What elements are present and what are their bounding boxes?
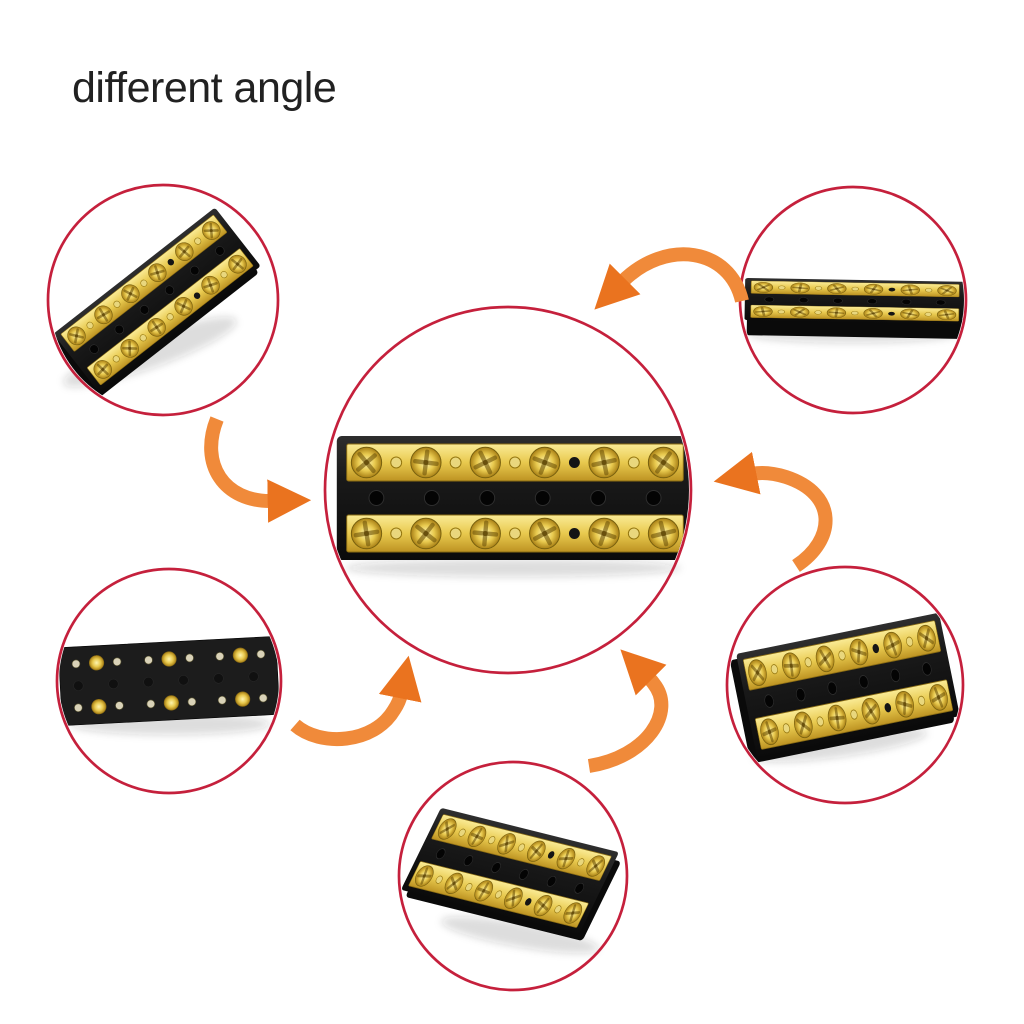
vignette-circle [55, 567, 283, 795]
product-photo-low-side-view [744, 277, 964, 340]
product-photo-bottom-view [59, 636, 279, 726]
product-shadow [441, 916, 599, 954]
vignette-top-right [738, 185, 968, 415]
direction-arrows [204, 247, 833, 773]
curved-arrow-right-to-center-icon [713, 451, 833, 572]
vignette-circle [397, 760, 629, 992]
vignette-circle [725, 565, 965, 805]
product-photo-tilted-top-view [730, 612, 961, 764]
product-photo-flat-top-view [336, 435, 689, 561]
vignette-circle [46, 183, 280, 417]
product-shadow [345, 559, 681, 577]
page-title: different angle [72, 64, 337, 112]
vignette-bottom-center [397, 760, 629, 992]
curved-arrow-bottom-to-center-icon [587, 649, 669, 773]
product-photo-raised-angle-view [401, 807, 620, 941]
vignette-top-left [46, 183, 280, 417]
product-photo-angled-top-view [52, 207, 262, 398]
curved-arrow-bottom-left-to-center-icon [290, 655, 422, 747]
vignette-center [323, 305, 693, 675]
vignette-middle-left [55, 567, 283, 795]
vignette-middle-right [725, 565, 965, 805]
curved-arrow-top-right-to-center-icon [594, 247, 749, 310]
curved-arrow-top-left-to-center-icon [204, 416, 312, 523]
vignette-circle [323, 305, 693, 675]
